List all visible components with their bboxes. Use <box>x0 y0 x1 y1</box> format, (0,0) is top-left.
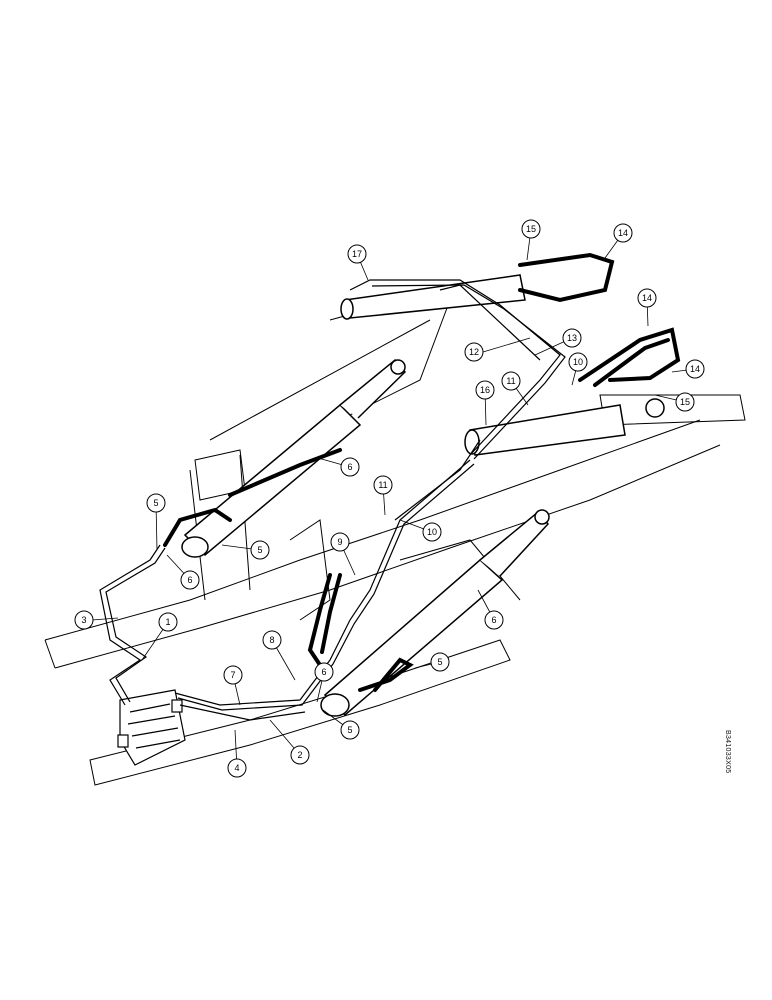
reference-code: B341033X05 <box>724 730 731 774</box>
callout-16: 16 <box>475 380 495 400</box>
callout-6-label: 6 <box>347 462 352 472</box>
callout-6-label: 6 <box>187 575 192 585</box>
callout-5-label: 5 <box>153 498 158 508</box>
callout-5-left-upper: 5 <box>146 493 166 513</box>
callout-15-label: 15 <box>526 224 536 234</box>
callout-9-label: 9 <box>337 537 342 547</box>
callout-9: 9 <box>330 532 350 552</box>
callout-6-right-hose: 6 <box>484 610 504 630</box>
callout-6-label: 6 <box>491 615 496 625</box>
callout-15-label: 15 <box>680 397 690 407</box>
callout-6-mid-fitting: 6 <box>314 662 334 682</box>
callout-15-right: 15 <box>675 392 695 412</box>
callout-14-label: 14 <box>618 228 628 238</box>
callout-1-label: 1 <box>165 617 170 627</box>
right-lift-cylinder <box>320 509 550 717</box>
callout-5-left-lower: 5 <box>250 540 270 560</box>
callout-5-right: 5 <box>430 652 450 672</box>
callout-14-label: 14 <box>690 364 700 374</box>
callout-10-label: 10 <box>573 357 583 367</box>
callout-11-label: 11 <box>506 376 515 386</box>
callout-5-label: 5 <box>437 657 442 667</box>
callout-11-upper: 11 <box>501 371 521 391</box>
upper-tilt-cylinder <box>340 274 526 320</box>
callout-17: 17 <box>347 244 367 264</box>
callout-14-label: 14 <box>642 293 652 303</box>
lower-tilt-cylinder <box>464 398 665 456</box>
callout-12-label: 12 <box>469 347 479 357</box>
callout-3: 3 <box>74 610 94 630</box>
callout-7: 7 <box>223 665 243 685</box>
callout-12: 12 <box>464 342 484 362</box>
callout-4: 4 <box>227 758 247 778</box>
callout-10-label: 10 <box>427 527 437 537</box>
callout-6-left-fitting: 6 <box>180 570 200 590</box>
callout-1: 1 <box>158 612 178 632</box>
callout-5-bottom: 5 <box>340 720 360 740</box>
callout-14-right: 14 <box>685 359 705 379</box>
callout-11-label: 11 <box>378 480 387 490</box>
callout-15-top: 15 <box>521 219 541 239</box>
callout-6-left-hose: 6 <box>340 457 360 477</box>
callout-2-label: 2 <box>297 750 302 760</box>
callout-3-label: 3 <box>81 615 86 625</box>
control-valve <box>117 689 186 766</box>
callout-5-label: 5 <box>257 545 262 555</box>
callout-11-lower: 11 <box>373 475 393 495</box>
callout-16-label: 16 <box>480 385 490 395</box>
callout-13: 13 <box>562 328 582 348</box>
callout-7-label: 7 <box>230 670 235 680</box>
callout-14-top: 14 <box>613 223 633 243</box>
callout-4-label: 4 <box>234 763 239 773</box>
steel-tube-lines <box>99 279 566 721</box>
callout-10-lower: 10 <box>422 522 442 542</box>
callout-10-upper: 10 <box>568 352 588 372</box>
callout-2: 2 <box>290 745 310 765</box>
hydraulic-hoses <box>163 252 681 692</box>
callout-17-label: 17 <box>352 249 362 259</box>
callout-8-label: 8 <box>269 635 274 645</box>
callout-6-label: 6 <box>321 667 326 677</box>
callout-8: 8 <box>262 630 282 650</box>
callout-14-mid: 14 <box>637 288 657 308</box>
callout-13-label: 13 <box>567 333 577 343</box>
left-lift-cylinder <box>181 358 407 558</box>
callout-5-label: 5 <box>347 725 352 735</box>
